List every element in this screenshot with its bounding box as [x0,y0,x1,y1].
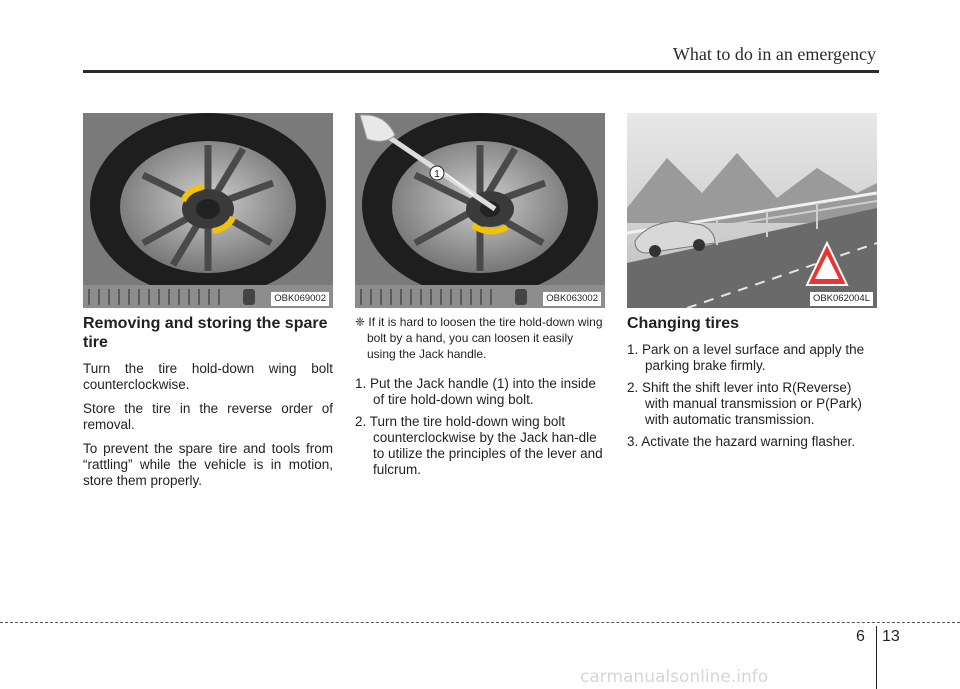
section-title: What to do in an emergency [672,44,876,64]
watermark: carmanualsonline.info [580,667,769,687]
jack-handle-illustration: 1 [355,113,605,308]
step-item: 3. Activate the hazard warning flasher. [627,434,856,449]
paragraph: Turn the tire hold-down wing bolt counte… [83,361,333,392]
header-rule [83,70,879,73]
note-text: ❈ If it is hard to loosen the tire hold-… [355,315,603,361]
step-item: 2. Shift the shift lever into R(Reverse)… [627,380,862,427]
heading-changing-tires: Changing tires [627,315,740,332]
page-number-separator [876,626,877,689]
heading-removing-storing: Removing and storing the spare tire [83,315,328,351]
spare-tire-illustration [83,113,333,308]
column-changing-tires: Changing tires 1. Park on a level surfac… [627,314,877,456]
chapter-number: 6 [856,628,865,645]
figure-roadside: OBK062004L [627,113,877,308]
figure-jack-handle: 1 OBK063002 [355,113,605,308]
footer-rule [0,622,960,623]
paragraph: To prevent the spare tire and tools from… [83,441,333,488]
column-jack-handle: ❈ If it is hard to loosen the tire hold-… [355,314,605,484]
paragraph: Store the tire in the reverse order of r… [83,401,333,432]
figure-spare-tire: OBK069002 [83,113,333,308]
figure-code: OBK062004L [809,292,873,306]
step-item: 1. Put the Jack handle (1) into the insi… [355,376,596,407]
page-number: 13 [882,628,900,645]
callout-label: 1 [434,169,440,180]
figure-code: OBK063002 [543,292,601,306]
figure-code: OBK069002 [271,292,329,306]
roadside-illustration [627,113,877,308]
column-removing-storing: Removing and storing the spare tire Turn… [83,314,333,497]
step-item: 1. Park on a level surface and apply the… [627,342,865,373]
step-item: 2. Turn the tire hold-down wing bolt cou… [355,414,603,477]
